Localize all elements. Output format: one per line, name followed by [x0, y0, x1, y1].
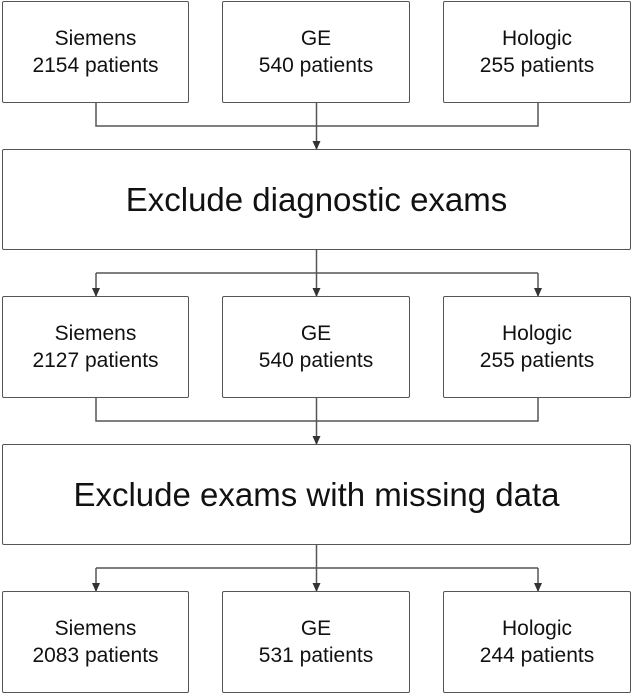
patient-count: 2127 patients [32, 349, 159, 372]
stage3-ge-box: GE 531 patients [222, 591, 410, 693]
vendor-name: Siemens [54, 27, 137, 50]
stage1-hologic-box: Hologic 255 patients [443, 1, 631, 103]
vendor-name: Hologic [501, 27, 573, 50]
filter2-box: Exclude exams with missing data [2, 444, 631, 545]
stage3-hologic-box: Hologic 244 patients [443, 591, 631, 693]
patient-count: 255 patients [479, 54, 595, 77]
vendor-name: Siemens [54, 322, 137, 345]
patient-count: 2154 patients [32, 54, 159, 77]
vendor-name: GE [300, 322, 332, 345]
stage2-hologic-box: Hologic 255 patients [443, 296, 631, 398]
stage1-ge-box: GE 540 patients [222, 1, 410, 103]
patient-count: 531 patients [258, 644, 374, 667]
stage1-siemens-box: Siemens 2154 patients [2, 1, 189, 103]
patient-count: 244 patients [479, 644, 595, 667]
filter1-box: Exclude diagnostic exams [2, 149, 631, 250]
vendor-name: Hologic [501, 322, 573, 345]
filter-label: Exclude diagnostic exams [125, 180, 508, 218]
filter-label: Exclude exams with missing data [73, 475, 560, 513]
patient-count: 540 patients [258, 54, 374, 77]
vendor-name: Hologic [501, 617, 573, 640]
patient-count: 255 patients [479, 349, 595, 372]
patient-count: 540 patients [258, 349, 374, 372]
stage3-siemens-box: Siemens 2083 patients [2, 591, 189, 693]
vendor-name: GE [300, 617, 332, 640]
stage2-siemens-box: Siemens 2127 patients [2, 296, 189, 398]
stage2-ge-box: GE 540 patients [222, 296, 410, 398]
vendor-name: GE [300, 27, 332, 50]
vendor-name: Siemens [54, 617, 137, 640]
patient-count: 2083 patients [32, 644, 159, 667]
